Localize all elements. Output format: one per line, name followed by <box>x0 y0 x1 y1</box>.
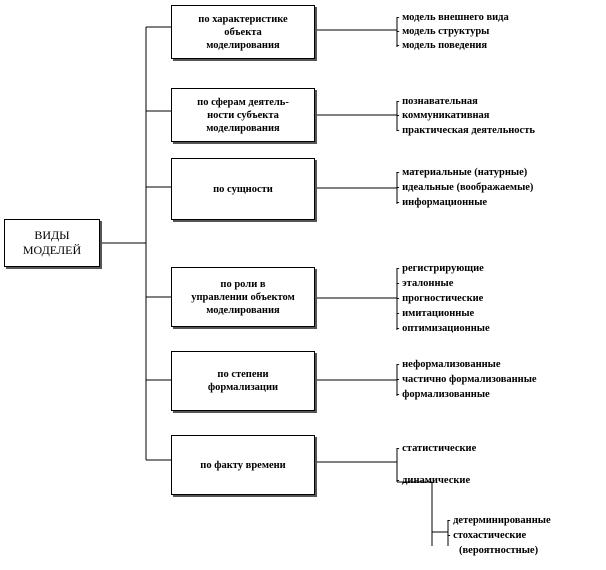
root-box: ВИДЫ МОДЕЛЕЙ <box>4 219 100 267</box>
category-label: по сферам деятель- ности субъекта модели… <box>197 96 289 134</box>
category-box-formalization: по степени формализации <box>171 351 315 411</box>
list-item: - модель поведения <box>396 40 488 51</box>
list-item: - прогностические <box>396 293 484 304</box>
list-item: - познавательная <box>396 96 478 107</box>
list-item: - модель внешнего вида <box>396 12 509 23</box>
list-item: - оптимизационные <box>396 323 490 334</box>
list-item: - стохастические <box>447 530 527 541</box>
list-item: - статистические <box>396 443 477 454</box>
list-item: - эталонные <box>396 278 454 289</box>
category-box-subject-spheres: по сферам деятель- ности субъекта модели… <box>171 88 315 142</box>
category-label: по сущности <box>213 183 273 195</box>
root-label: ВИДЫ МОДЕЛЕЙ <box>22 228 82 257</box>
category-box-essence: по сущности <box>171 158 315 220</box>
category-label: по роли в управлении объектом моделирова… <box>191 278 295 316</box>
list-item: - формализованные <box>396 389 490 400</box>
category-box-management-role: по роли в управлении объектом моделирова… <box>171 267 315 327</box>
list-item: - модель структуры <box>396 26 490 37</box>
list-item: - неформализованные <box>396 359 501 370</box>
list-item: - частично формализованные <box>396 374 537 385</box>
list-item: - идеальные (воображаемые) <box>396 182 534 193</box>
list-item: - имитационные <box>396 308 475 319</box>
category-label: по характеристике объекта моделирования <box>198 13 288 51</box>
list-item: - детерминированные <box>447 515 551 526</box>
category-label: по степени формализации <box>207 369 279 393</box>
category-box-time-factor: по факту времени <box>171 435 315 495</box>
list-item: - регистрирующие <box>396 263 484 274</box>
list-item: - практическая деятельность <box>396 125 535 136</box>
list-item: - информационные <box>396 197 488 208</box>
list-item: - коммуникативная <box>396 110 490 121</box>
list-item: (вероятностные) <box>459 545 539 556</box>
category-label: по факту времени <box>200 459 286 471</box>
list-item: - динамические <box>396 475 471 486</box>
category-box-object-characteristics: по характеристике объекта моделирования <box>171 5 315 59</box>
list-item: - материальные (натурные) <box>396 167 528 178</box>
